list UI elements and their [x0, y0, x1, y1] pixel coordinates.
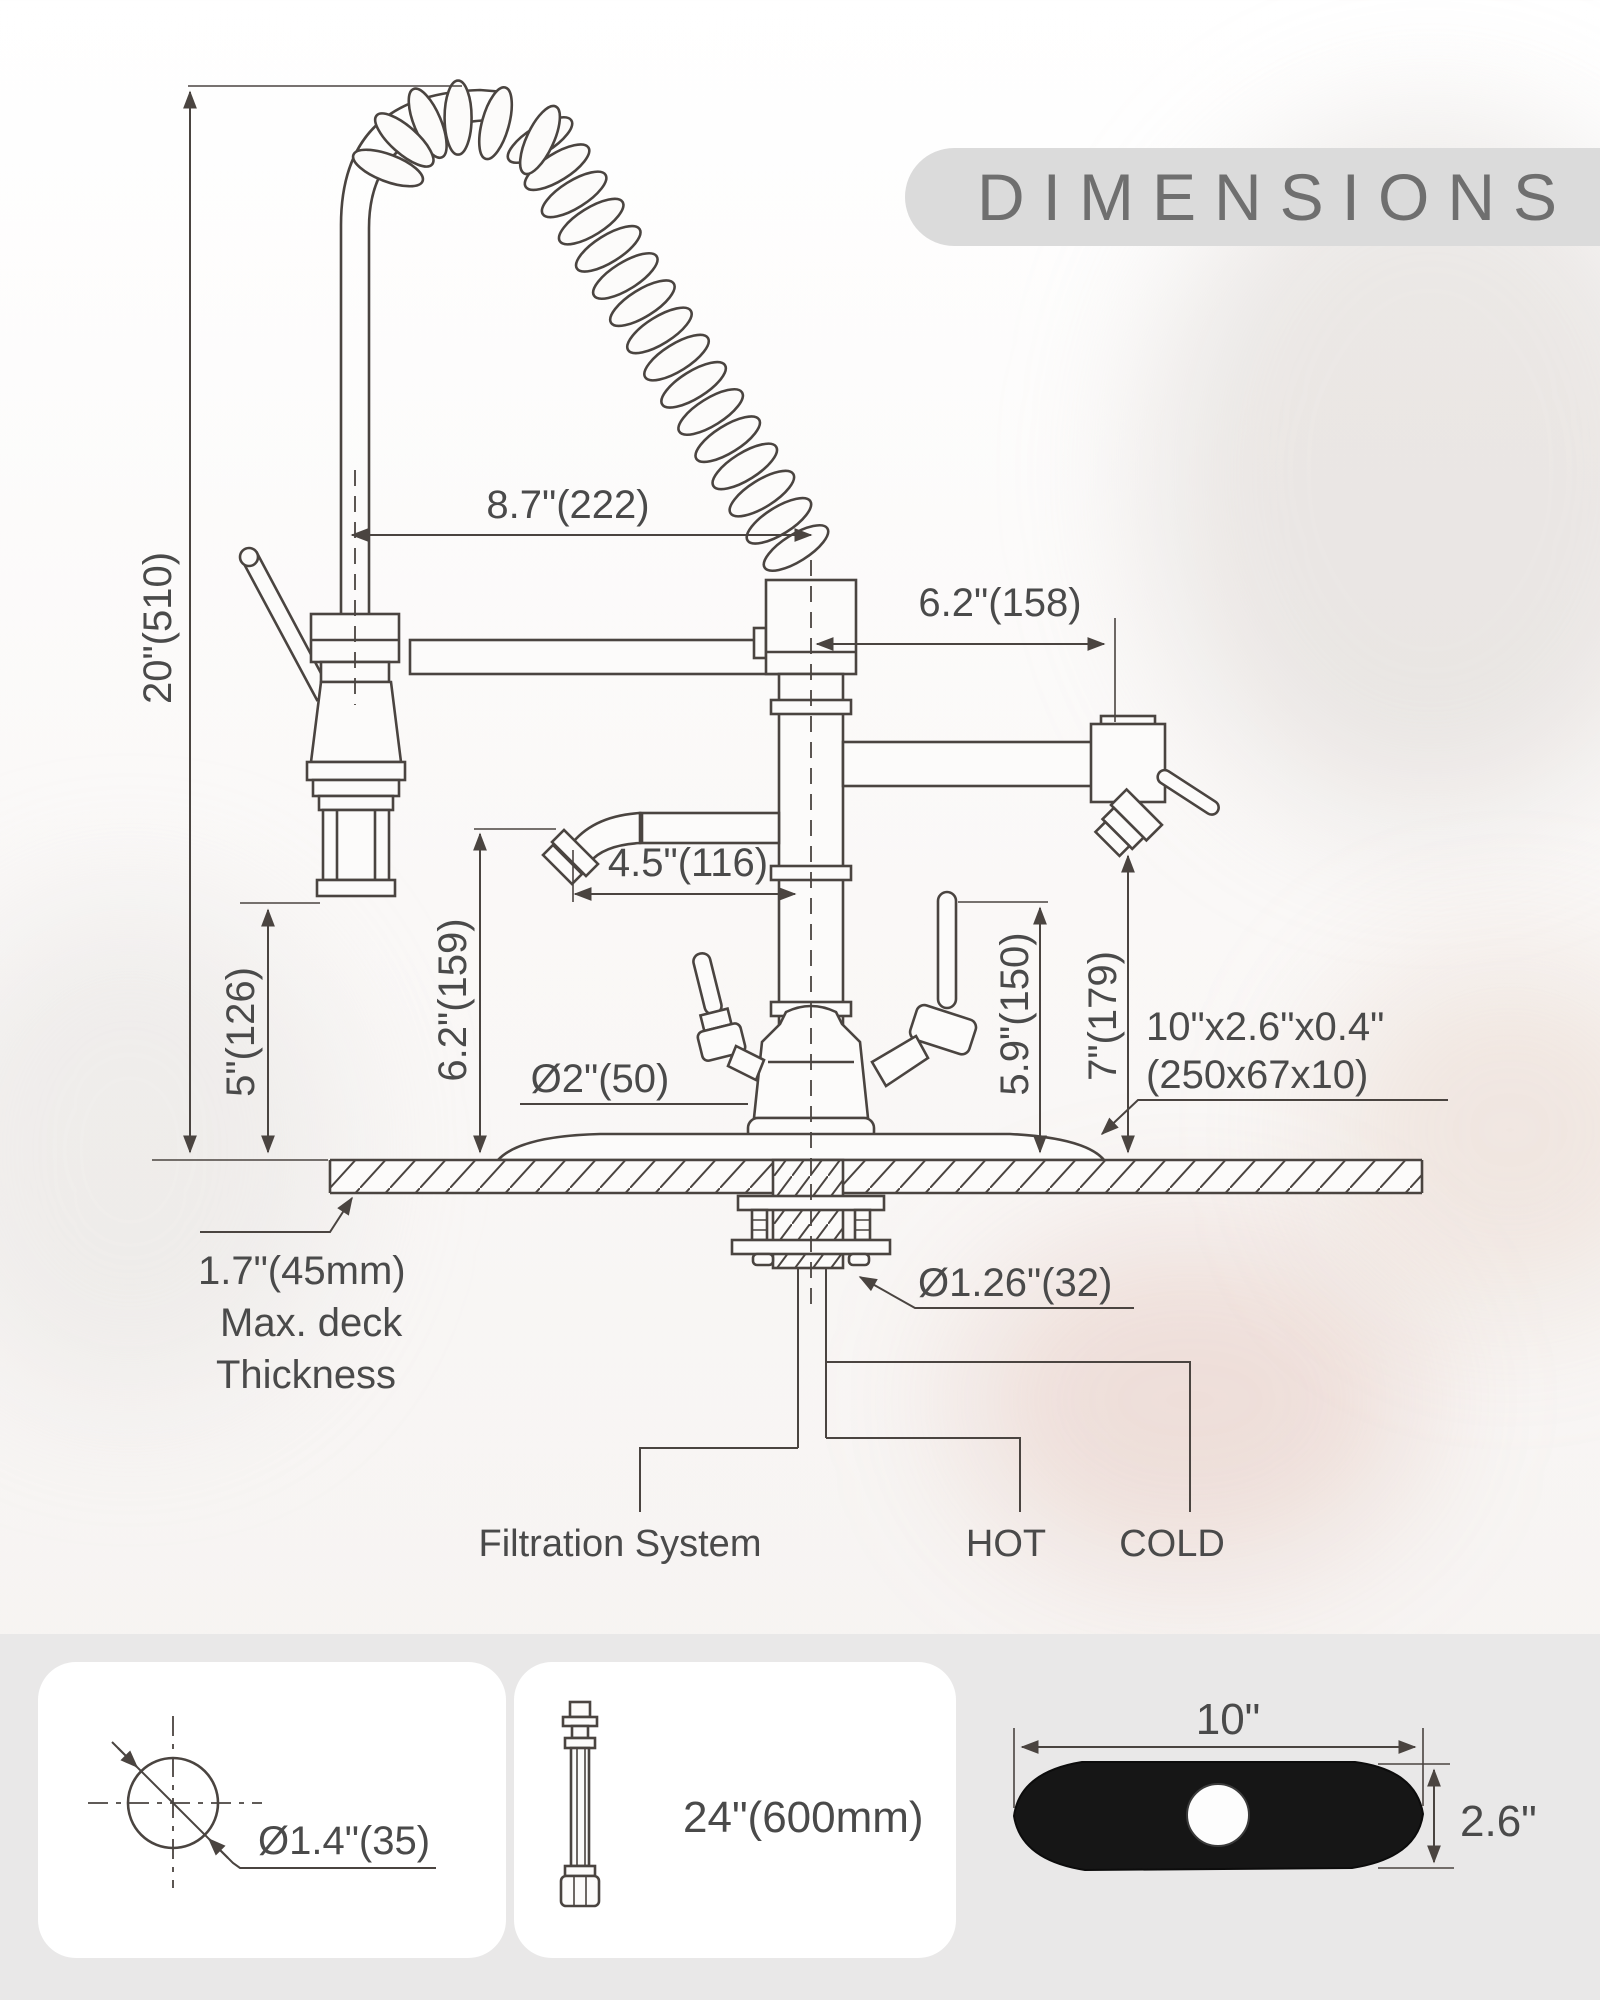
filtration-line — [639, 1447, 798, 1512]
leader-plate — [1100, 1099, 1448, 1136]
right-head-spout-tip — [1093, 787, 1164, 858]
dim-top-reach: 8.7"(222) — [486, 483, 649, 527]
right-arm — [841, 740, 1117, 788]
hole-diameter-label: Ø1.4"(35) — [258, 1819, 430, 1863]
dim-total-height: 20"(510) — [136, 552, 180, 704]
hose-flange — [561, 1715, 599, 1728]
deck-note-line1: 1.7"(45mm) — [198, 1249, 406, 1293]
dim-handle-height: 5.9"(150) — [993, 932, 1037, 1095]
left-spout-ring — [550, 828, 600, 878]
spring-coil-loop — [477, 86, 514, 161]
mounting-foot — [751, 1252, 775, 1267]
dock-arm — [408, 638, 783, 676]
dim-right-reach: 6.2"(158) — [918, 581, 1081, 625]
sprayer-aerator — [315, 878, 397, 898]
spring-coil-loop — [694, 415, 762, 464]
hole-size-card — [38, 1662, 506, 1958]
hot-line — [826, 1437, 1021, 1512]
spring-coil-loop — [407, 87, 448, 160]
spring-coil-loop — [677, 387, 745, 437]
deck-plate-diagram: 10" 2.6" — [1012, 1695, 1537, 1872]
dim-spout-height: 6.2"(159) — [431, 918, 475, 1081]
diameter-leader — [111, 1741, 436, 1869]
gooseneck-pipe-inner — [367, 118, 509, 622]
spring-coil-loop — [523, 143, 591, 192]
mounting-foot — [847, 1252, 871, 1267]
cold-line — [826, 1361, 1191, 1512]
dim-head-height: 7"(179) — [1081, 951, 1125, 1081]
dim-plate-line2: (250x67x10) — [1146, 1053, 1368, 1097]
dimensions-banner: DIMENSIONS — [905, 148, 1600, 246]
spring-coil-loop — [660, 360, 728, 409]
spring-coil-loop — [443, 79, 473, 156]
leader-shank — [858, 1276, 1134, 1309]
spring-coil — [351, 79, 830, 573]
plate-width-label: 10" — [1196, 1695, 1261, 1744]
spring-coil-loop — [643, 333, 711, 382]
hose-top-fitting — [568, 1700, 592, 1719]
dim-plate-line1: 10"x2.6"x0.4" — [1146, 1005, 1384, 1049]
hose-nipple — [570, 1724, 590, 1740]
spring-coil-loop — [711, 442, 779, 491]
deck-plate-hole — [1186, 1783, 1250, 1847]
spring-coil-loop — [351, 148, 425, 188]
dim-sprayer-height: 5"(126) — [219, 967, 263, 1097]
spring-coil-loop — [608, 279, 676, 328]
mounting-bolt — [853, 1208, 872, 1242]
supply-pipe — [797, 1268, 827, 1448]
counter-section-left — [330, 1160, 773, 1193]
left-handle-joint — [726, 1044, 766, 1082]
spring-coil-loop — [591, 251, 659, 301]
right-handle-base — [908, 1003, 978, 1056]
plate-height-label: 2.6" — [1460, 1797, 1537, 1846]
dim-spout-reach: 4.5"(116) — [608, 841, 768, 885]
spring-coil-loop — [540, 170, 608, 219]
dim-base-diameter: Ø2"(50) — [531, 1057, 670, 1101]
label-hot: HOT — [966, 1523, 1046, 1565]
hose-length-label: 24"(600mm) — [683, 1793, 924, 1842]
hole-size-diagram: Ø1.4"(35) — [88, 1716, 436, 1888]
faucet-drawing — [238, 79, 1424, 1512]
hose-lower-collar — [563, 1864, 597, 1878]
label-filtration: Filtration System — [479, 1523, 762, 1565]
counter-outline — [328, 1158, 1424, 1195]
label-cold: COLD — [1119, 1523, 1225, 1565]
sprayer-tip-body — [321, 808, 391, 882]
right-head-block — [1089, 722, 1167, 804]
spring-coil-loop — [728, 469, 796, 518]
hose-body — [569, 1746, 591, 1868]
leader-deck-note — [200, 1196, 353, 1233]
sprayer-ring — [305, 760, 407, 782]
spring-coil-loop — [373, 112, 435, 168]
dimension-annotations: 20"(510) 8.7"(222) 6.2"(158) 4.5"(116) 6… — [136, 85, 1448, 1565]
counter-section-right — [843, 1160, 1422, 1193]
right-handle-joint — [870, 1034, 930, 1088]
right-head-lever — [1156, 768, 1220, 816]
mounting-bolt — [750, 1208, 769, 1242]
mounting-hole-circle — [126, 1756, 220, 1850]
spring-coil-loop — [518, 104, 562, 176]
right-handle-lever — [936, 890, 958, 1010]
deck-note-line3: Thickness — [216, 1353, 396, 1397]
hose-collar — [563, 1736, 597, 1750]
sprayer-body — [309, 680, 403, 764]
dim-shank: Ø1.26"(32) — [918, 1261, 1112, 1305]
sprayer-ring — [311, 778, 401, 798]
spring-coil-loop — [574, 224, 642, 273]
pulldown-sprayer — [238, 546, 407, 898]
hose-nut — [559, 1874, 601, 1908]
deck-note-line2: Max. deck — [220, 1301, 403, 1345]
sprayer-lever-knob — [238, 546, 260, 568]
spring-coil-loop — [625, 306, 693, 355]
spring-coil-loop — [557, 197, 625, 246]
left-spout-pipe — [638, 811, 781, 845]
crosshair — [88, 1716, 262, 1888]
sprayer-ring — [317, 794, 395, 812]
supply-hose-diagram: 24"(600mm) — [559, 1700, 924, 1908]
column-tab — [752, 626, 768, 660]
page-title: DIMENSIONS — [977, 160, 1576, 234]
escutcheon-plate — [495, 1132, 1107, 1162]
